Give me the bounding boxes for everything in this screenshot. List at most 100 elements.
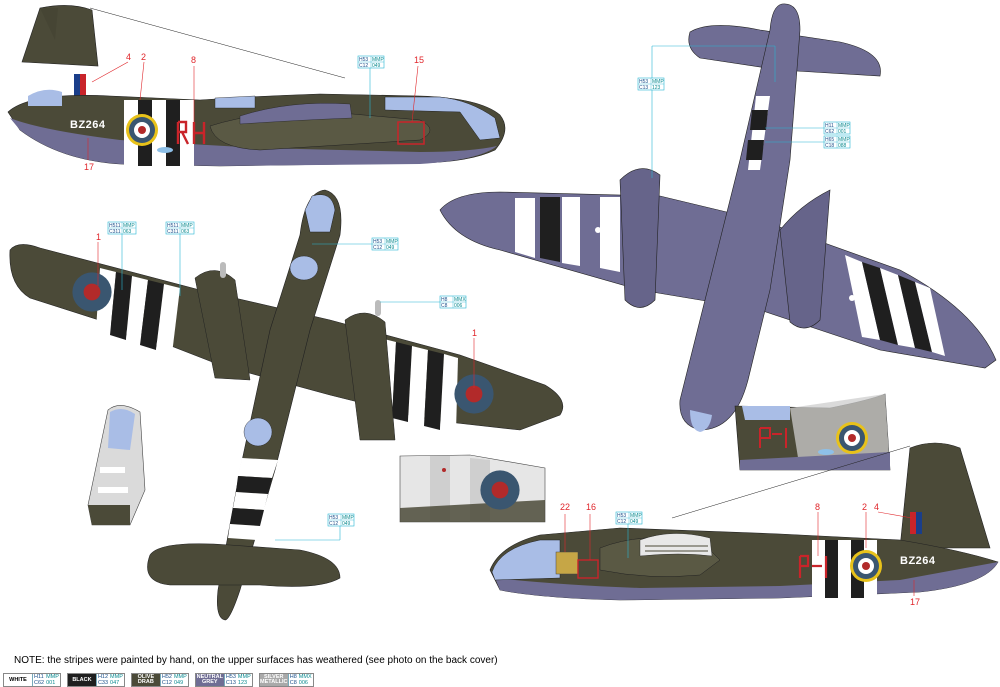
legend-color-name: BLACK — [67, 674, 96, 686]
marking-number-4-right: 4 — [874, 502, 879, 512]
svg-text:C8: C8 — [441, 303, 448, 309]
svg-text:MMP: MMP — [386, 239, 398, 245]
legend-code: H11 — [34, 674, 44, 680]
legend-code: C62 — [34, 680, 45, 686]
svg-text:C311: C311 — [109, 229, 121, 235]
svg-text:H53: H53 — [617, 513, 626, 519]
svg-text:C311: C311 — [167, 229, 179, 235]
svg-text:049: 049 — [372, 63, 381, 69]
svg-text:049: 049 — [386, 245, 395, 251]
svg-text:C13: C13 — [639, 85, 648, 91]
marking-number-17: 17 — [84, 162, 94, 172]
legend-code: H12 — [97, 674, 109, 680]
paint-callout-black: H65 MMP C18 088 — [823, 135, 850, 149]
svg-text:049: 049 — [630, 519, 639, 525]
svg-text:MMP: MMP — [630, 513, 642, 519]
svg-text:049: 049 — [342, 521, 351, 527]
svg-text:H53: H53 — [639, 79, 648, 85]
note-text: NOTE: the stripes were painted by hand, … — [14, 655, 498, 666]
detail-fuselage-side — [734, 393, 891, 471]
svg-text:MMX: MMX — [454, 297, 466, 303]
svg-text:MMP: MMP — [838, 123, 850, 129]
svg-text:MMP: MMP — [838, 137, 850, 143]
svg-text:C62: C62 — [825, 129, 834, 135]
svg-text:H511: H511 — [167, 223, 179, 229]
svg-text:H53: H53 — [359, 57, 368, 63]
marking-number-1-left-wing: 1 — [96, 232, 101, 242]
svg-text:001: 001 — [838, 129, 847, 135]
marking-number-22: 22 — [560, 502, 570, 512]
svg-text:063: 063 — [181, 229, 190, 235]
paint-callout-olive: H53 MMP C12 049 — [357, 55, 384, 69]
svg-text:C12: C12 — [359, 63, 368, 69]
svg-text:088: 088 — [838, 143, 847, 149]
legend-code: H52 — [161, 674, 172, 680]
paint-callout-top-fuselage: H53 MMP C12 049 — [371, 237, 398, 251]
legend-code: 001 — [46, 680, 56, 686]
marking-number-16: 16 — [586, 502, 596, 512]
paint-callout-grey: H53 MMP C13 123 — [637, 77, 664, 91]
legend-code: 006 — [298, 680, 308, 686]
svg-text:H8: H8 — [441, 297, 448, 303]
paint-callout-right-profile: H53 MMP C12 049 — [615, 511, 642, 525]
legend-color-name: WHITE — [4, 674, 32, 686]
svg-text:H511: H511 — [109, 223, 121, 229]
svg-text:063: 063 — [123, 229, 132, 235]
legend-code: MMP — [237, 674, 251, 680]
marking-number-15: 15 — [414, 55, 424, 65]
legend-code: H8 — [289, 674, 297, 680]
svg-text:MMP: MMP — [342, 515, 354, 521]
aircraft-serial-right: BZ264 — [900, 555, 936, 567]
svg-text:MMP: MMP — [181, 223, 193, 229]
right-side-profile: BZ264 22 16 8 2 4 17 H53 MMP C12 049 — [489, 442, 999, 607]
svg-text:H53: H53 — [329, 515, 338, 521]
legend-code: C33 — [97, 680, 109, 686]
paint-callout-tail: H53 MMP C12 049 — [327, 513, 354, 527]
svg-text:MMP: MMP — [123, 223, 135, 229]
legend-code: H53 — [225, 674, 236, 680]
detail-wing-panel — [399, 454, 546, 523]
marking-number-2: 2 — [141, 52, 146, 62]
svg-text:H53: H53 — [373, 239, 382, 245]
aircraft-serial: BZ264 — [70, 119, 106, 131]
svg-text:H65: H65 — [825, 137, 834, 143]
underside-view: H53 MMP C13 123 H11 MMP C62 001 H65 MMP … — [439, 3, 997, 432]
legend-code: MMX — [298, 674, 312, 680]
marking-number-4: 4 — [126, 52, 131, 62]
legend-color-name: NEUTRAL GREY — [195, 674, 224, 686]
legend-color-name: OLIVE DRAB — [131, 674, 160, 686]
left-side-profile: BZ264 4 2 8 15 17 H53 MMP C12 049 — [7, 5, 506, 172]
top-view: 1 1 H511 MMP C311 063 H511 MMP C311 063 — [9, 189, 564, 621]
paint-callout-top-wing-left: H511 MMP C311 063 — [107, 221, 137, 235]
svg-text:006: 006 — [454, 303, 463, 309]
svg-text:C18: C18 — [825, 143, 834, 149]
svg-text:MMP: MMP — [652, 79, 664, 85]
legend-code: 123 — [237, 680, 248, 686]
svg-text:C12: C12 — [373, 245, 382, 251]
marking-number-17-right: 17 — [910, 597, 920, 607]
svg-text:C12: C12 — [617, 519, 626, 525]
legend-code: 047 — [110, 680, 120, 686]
paint-callout-white: H11 MMP C62 001 — [823, 121, 850, 135]
marking-number-8: 8 — [191, 55, 196, 65]
legend-code: MMP — [173, 674, 187, 680]
legend-code: MMP — [46, 674, 59, 680]
marking-number-8-right: 8 — [815, 502, 820, 512]
legend-code: 049 — [173, 680, 184, 686]
legend-code: C8 — [289, 680, 297, 686]
detail-fuselage-top — [87, 405, 146, 526]
svg-text:123: 123 — [652, 85, 661, 91]
marking-number-2-right: 2 — [862, 502, 867, 512]
legend-color-name: SILVER METALLIC — [259, 674, 288, 686]
